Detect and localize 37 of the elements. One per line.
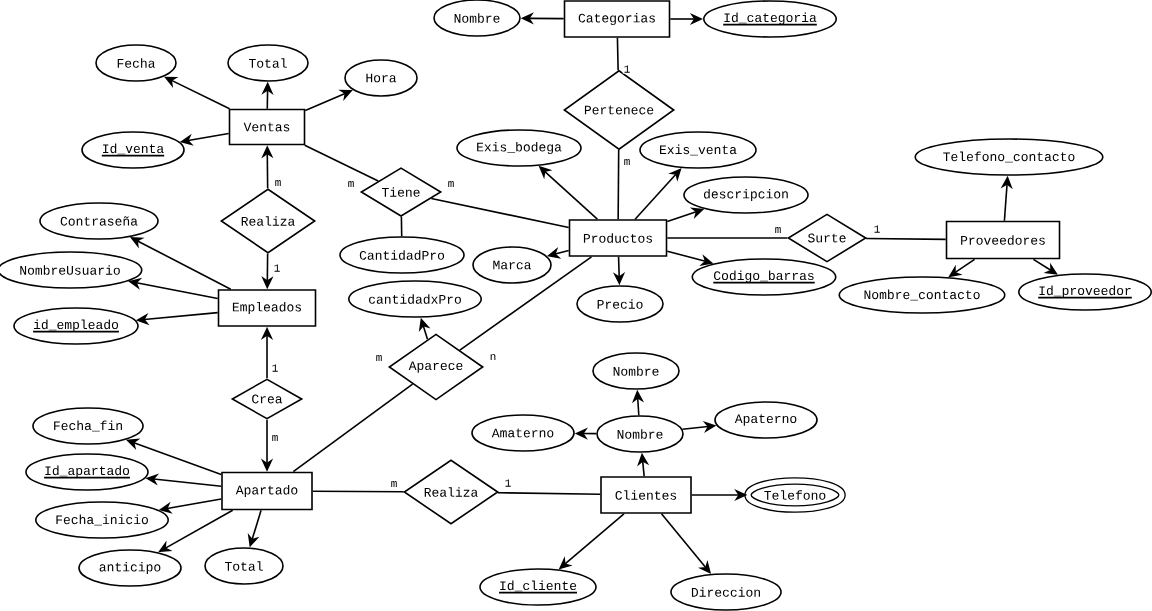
connector-line: [459, 256, 593, 351]
cardinality-label: 1: [272, 263, 282, 273]
cardinality-label: n: [488, 353, 498, 361]
cardinality-label: m: [389, 480, 399, 488]
connector-line: [400, 216, 403, 237]
cardinality-label: m: [773, 226, 783, 234]
connector-line: [312, 490, 405, 493]
entity-box: Clientes: [600, 476, 692, 514]
connector-line: [496, 491, 601, 496]
entity-box: Apartado: [221, 471, 313, 511]
connector-line: [617, 149, 620, 220]
cardinality-label: 1: [622, 64, 632, 74]
arrow: [634, 168, 682, 220]
entity-box: Categorias: [563, 0, 671, 38]
arrow: [1032, 258, 1058, 275]
cardinality-label: m: [270, 434, 280, 442]
cardinality-label: 1: [503, 478, 513, 488]
connector-line: [616, 37, 619, 72]
connector-line: [865, 237, 947, 241]
entity-box: Proveedores: [945, 220, 1061, 260]
cardinality-label: m: [374, 354, 384, 362]
connector-line: [666, 237, 788, 239]
arrow: [164, 76, 231, 110]
cardinality-label: m: [273, 179, 283, 187]
entity-box: Productos: [568, 219, 668, 257]
cardinality-label: 1: [270, 363, 280, 373]
entity-box: Ventas: [228, 108, 306, 146]
cardinality-label: 1: [872, 224, 882, 234]
arrow: [130, 237, 232, 290]
entity-box: Empleados: [217, 289, 317, 327]
cardinality-label: m: [622, 158, 632, 166]
arrow: [158, 509, 234, 553]
connector-line: [303, 144, 379, 182]
cardinality-label: m: [446, 180, 456, 188]
connector-line: [292, 383, 414, 473]
cardinality-label: m: [346, 180, 356, 188]
connector-line: [430, 197, 570, 229]
